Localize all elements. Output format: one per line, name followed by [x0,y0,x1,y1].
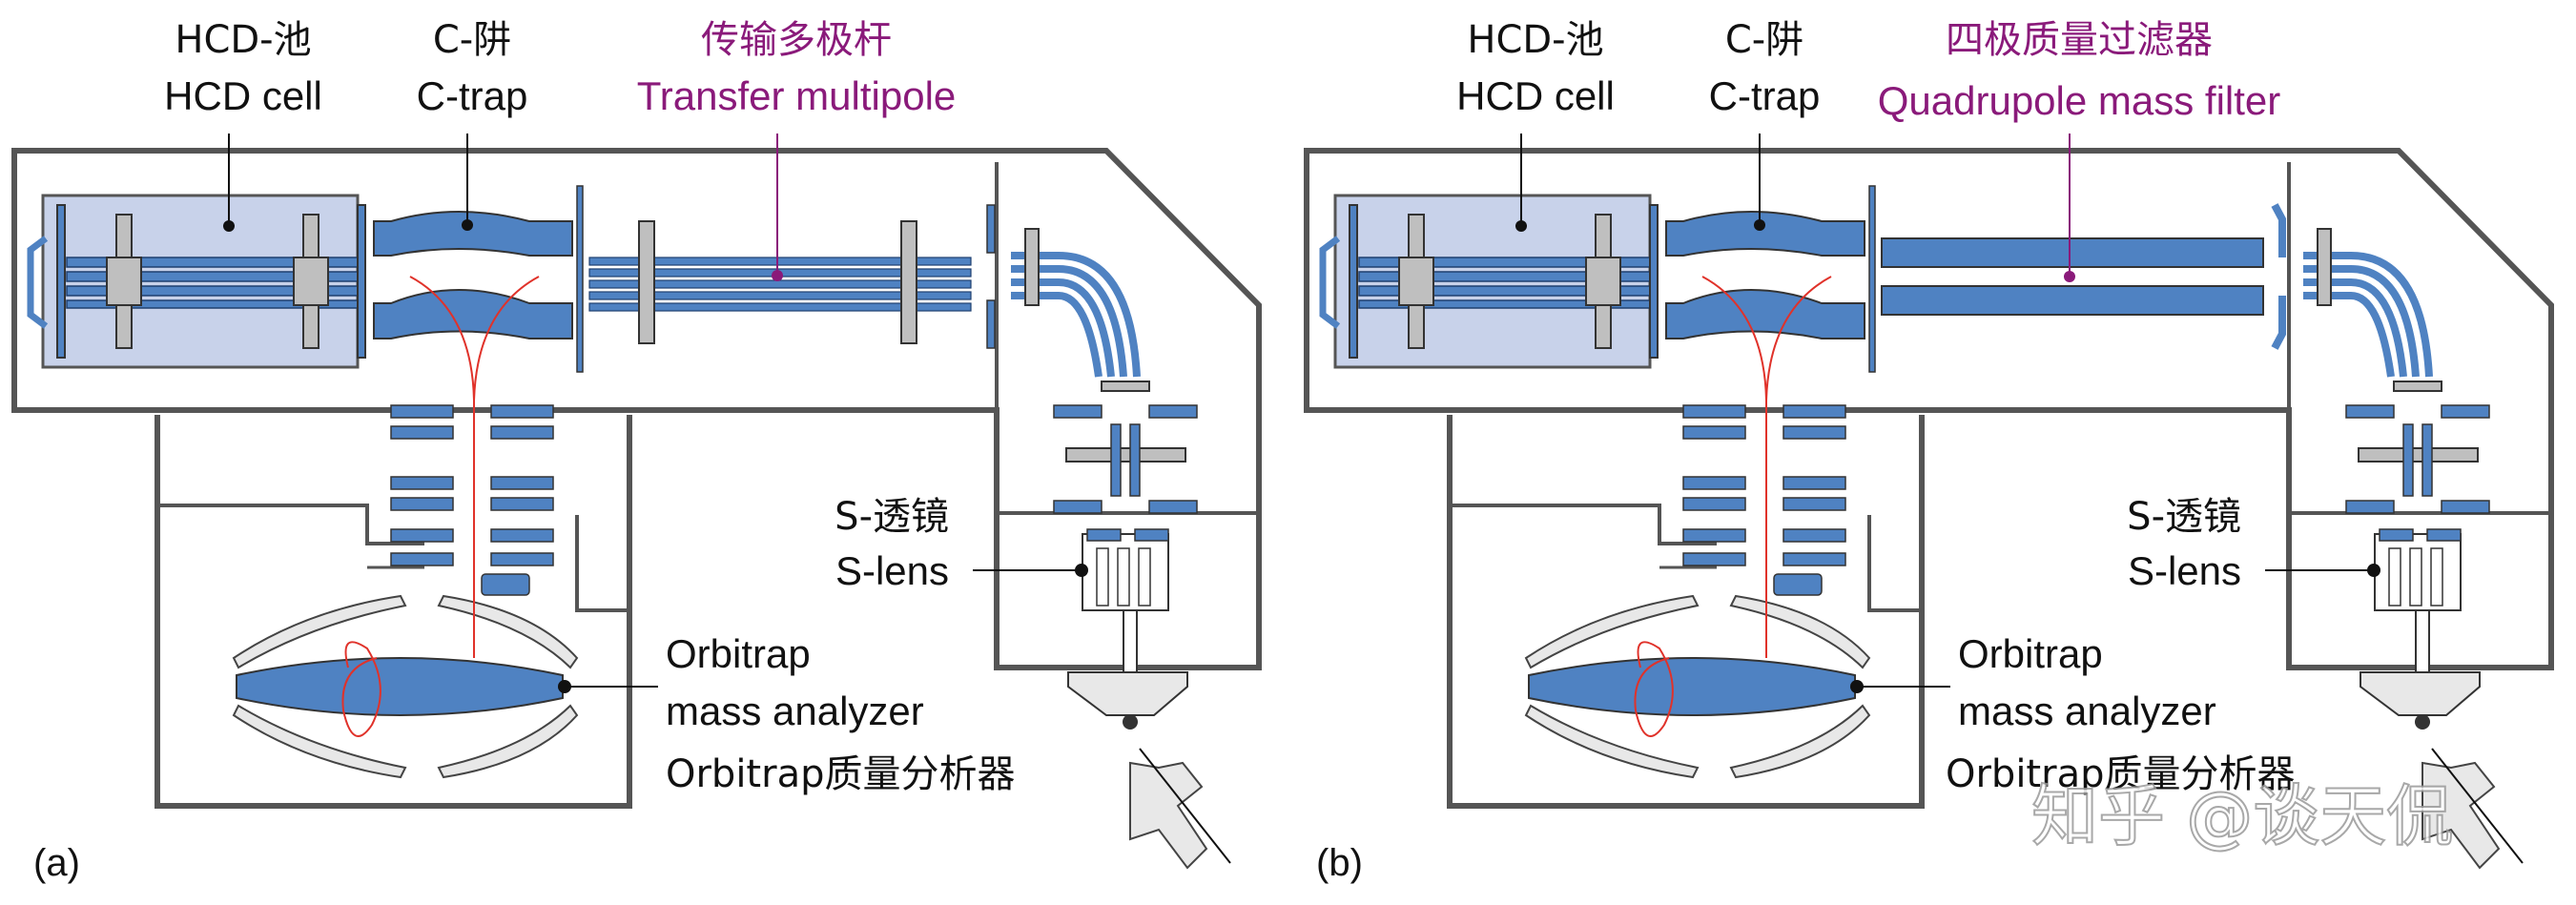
multipole-label-cn: 传输多极杆 [701,18,892,62]
orbitrap-label-cn: Orbitrap质量分析器 [1946,752,2295,796]
transfer-multipole [588,220,972,344]
hcd-cell-label: HCD cell [1456,73,1615,118]
hcd-cell [31,195,358,367]
c-trap-label: C-trap [417,73,528,118]
s-lens-label: S-lens [2128,548,2241,593]
s-lens-label-cn: S-透镜 [2127,495,2241,539]
c-trap-label-cn: C-阱 [1725,18,1803,62]
quadrupole-label: Quadrupole mass filter [1878,78,2281,123]
panel-b-diagram: HCD-池 HCD cell C-阱 C-trap 四极质量过滤器 Quadru… [1304,18,2554,884]
s-lens-label: S-lens [835,548,949,593]
ion-source [1053,381,1231,869]
ion-path [409,276,540,658]
c-trap [1649,185,1876,373]
orbitrap-label: Orbitrap [1958,631,2103,676]
bent-ion-guide [1011,252,1141,378]
panel-a-tag: (a) [33,842,80,884]
orbitrap-label-cn: Orbitrap质量分析器 [666,752,1015,796]
hcd-cell-label-cn: HCD-池 [175,18,311,62]
panel-a-diagram: HCD-池 HCD cell C-阱 C-trap 传输多极杆 Transfer… [11,18,1262,884]
orbitrap-analyzer [1450,405,1922,806]
ion-path [1701,276,1832,658]
quadrupole-label-cn: 四极质量过滤器 [1946,18,2213,62]
orbitrap-label: Orbitrap [666,631,811,676]
panel-b-tag: (b) [1316,842,1363,884]
c-trap-label: C-trap [1709,73,1821,118]
c-trap-label-cn: C-阱 [433,18,511,62]
bent-ion-guide [2303,252,2433,378]
quadrupole-filter [1881,237,2264,316]
c-trap [357,185,584,373]
watermark: 知乎 @谈天侃 [2031,777,2453,855]
hcd-cell-label-cn: HCD-池 [1467,18,1603,62]
hcd-cell [1323,195,1650,367]
orbitrap-label-2: mass analyzer [1958,689,2216,733]
s-lens-label-cn: S-透镜 [835,495,949,539]
hcd-cell-label: HCD cell [164,73,322,118]
orbitrap-label-2: mass analyzer [666,689,924,733]
multipole-label: Transfer multipole [637,73,957,118]
orbitrap-analyzer [157,405,629,806]
